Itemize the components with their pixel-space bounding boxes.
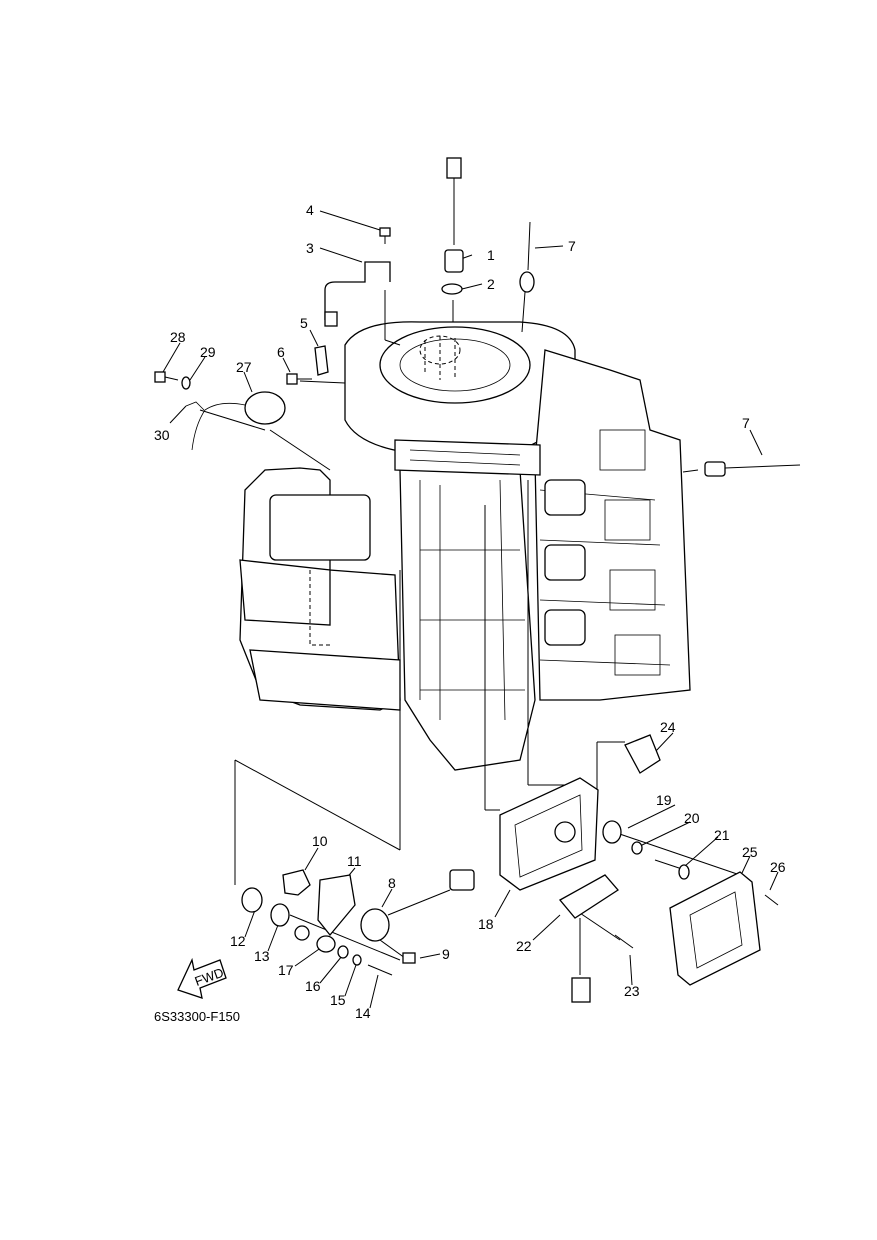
part-16-washer (337, 945, 349, 959)
callout-5: 5 (300, 315, 308, 331)
leader-lines (162, 210, 779, 1009)
part-7-sensor-top (519, 221, 535, 293)
figure-code: 6S33300-F150 (154, 1009, 240, 1024)
part-23-screw (614, 934, 634, 949)
callout-4: 4 (306, 202, 314, 218)
callout-7b: 7 (742, 415, 750, 431)
callout-30: 30 (154, 427, 170, 443)
callout-29: 29 (200, 344, 216, 360)
part-27-coil (191, 391, 286, 451)
callout-16: 16 (305, 978, 321, 994)
part-28-bolt (154, 371, 179, 383)
part-13-bushing (270, 903, 290, 927)
part-2-washer (441, 283, 463, 295)
part-19-grommet (602, 820, 622, 844)
callout-3: 3 (306, 240, 314, 256)
callout-8: 8 (388, 875, 396, 891)
callout-17: 17 (278, 962, 294, 978)
part-29-washer (181, 376, 191, 390)
part-26-screw (764, 894, 779, 906)
part-5-clip (314, 345, 329, 376)
part-30-wire (185, 401, 205, 411)
part-9-bolt (379, 939, 416, 964)
part-20-pin (631, 841, 643, 855)
callout-26: 26 (770, 859, 786, 875)
callout-7a: 7 (568, 238, 576, 254)
part-17-washer (294, 925, 336, 953)
callout-12: 12 (230, 933, 246, 949)
part-25-gasket (669, 871, 761, 986)
callout-13: 13 (254, 948, 270, 964)
callout-11: 11 (347, 853, 362, 869)
callout-27: 27 (236, 359, 252, 375)
callout-14: 14 (355, 1005, 371, 1021)
part-7-sensor-right (704, 461, 801, 477)
part-8-sensor (360, 869, 475, 942)
part-3-bracket (324, 261, 391, 327)
part-22-module (558, 874, 619, 1003)
part-14-bolt (367, 964, 393, 976)
callout-25: 25 (742, 844, 758, 860)
callout-24: 24 (660, 719, 676, 735)
callout-10: 10 (312, 833, 328, 849)
fwd-arrow: FWD (177, 957, 227, 999)
callout-15: 15 (330, 992, 346, 1008)
callout-28: 28 (170, 329, 186, 345)
callouts: 1 2 3 4 5 6 7 7 8 9 10 11 12 13 14 15 16… (154, 202, 786, 1021)
callout-23: 23 (624, 983, 640, 999)
part-10-bracket (282, 869, 311, 896)
callout-22: 22 (516, 938, 532, 954)
callout-20: 20 (684, 810, 700, 826)
part-21-bolt (654, 859, 690, 880)
part-18-cover (499, 777, 599, 891)
part-4-screw (379, 227, 391, 244)
part-6-bolt (286, 373, 312, 385)
callout-6: 6 (277, 344, 285, 360)
part-24-connector (624, 734, 661, 774)
part-12-collar (241, 887, 263, 913)
callout-9: 9 (442, 946, 450, 962)
engine-block (239, 321, 691, 771)
callout-19: 19 (656, 792, 672, 808)
callout-2: 2 (487, 276, 495, 292)
part-1-sensor (444, 157, 464, 273)
callout-21: 21 (714, 827, 730, 843)
callout-1: 1 (487, 247, 495, 263)
part-11-plate (317, 874, 356, 937)
part-15-washer (352, 954, 362, 966)
callout-18: 18 (478, 916, 494, 932)
